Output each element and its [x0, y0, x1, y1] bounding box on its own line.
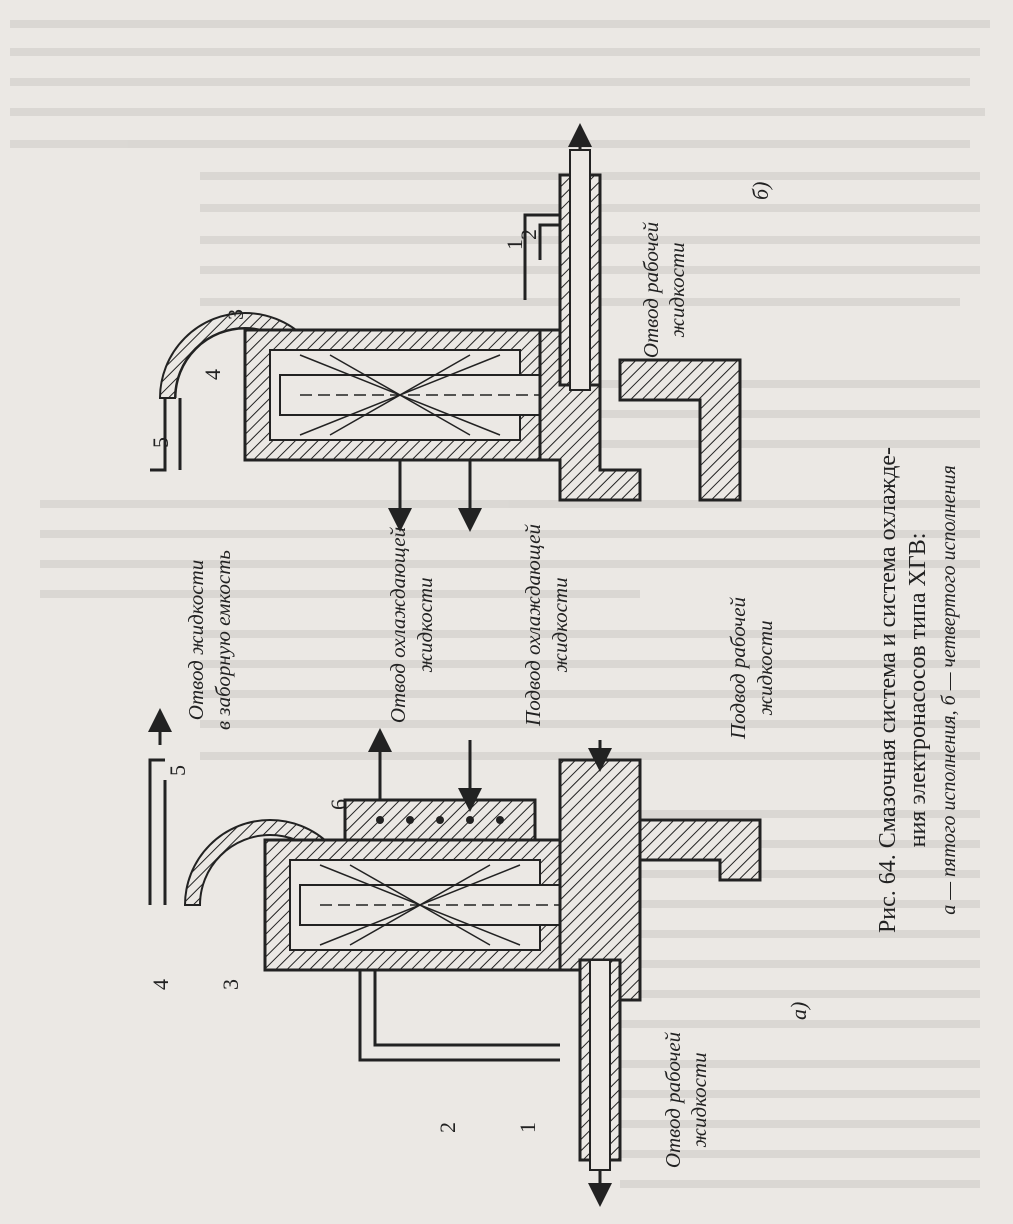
- svg-text:4: 4: [200, 369, 225, 380]
- label-podvod-rabochey: Подвод рабочей жидкости: [726, 596, 777, 740]
- svg-text:а): а): [786, 1002, 811, 1020]
- label-otvod-rabochey-bottom: Отвод рабочей жидкости: [661, 1031, 711, 1168]
- svg-text:3: 3: [218, 979, 243, 990]
- label-otvod-rabochey-top: Отвод рабочей жидкости: [639, 221, 689, 358]
- part-numbers: 2 1 3 4 5 5 6 4 3 2 1 б) а): [148, 182, 811, 1133]
- svg-text:1: 1: [502, 239, 527, 250]
- svg-text:Отвод жидкости: Отвод жидкости: [184, 560, 208, 720]
- figure-caption: Рис. 64. Смазочная система и система охл…: [875, 447, 960, 933]
- svg-text:жидкости: жидкости: [687, 1052, 711, 1147]
- svg-text:4: 4: [148, 979, 173, 990]
- svg-text:2: 2: [435, 1122, 460, 1133]
- svg-text:3: 3: [223, 309, 248, 320]
- background-text-lines: [10, 20, 990, 1188]
- label-otvod-zhidkosti: Отвод жидкости в заборную емкость: [184, 550, 235, 730]
- svg-text:1: 1: [515, 1122, 540, 1133]
- label-otvod-okhlazhd: Отвод охлаждающей жидкости: [386, 526, 437, 723]
- svg-text:Рис. 64. Смазочная система и с: Рис. 64. Смазочная система и система охл…: [875, 447, 901, 933]
- svg-text:жидкости: жидкости: [665, 242, 689, 337]
- svg-text:в заборную емкость: в заборную емкость: [211, 550, 235, 730]
- label-podvod-okhlazhd: Подвод охлаждающей жидкости: [521, 524, 572, 727]
- svg-text:б): б): [748, 182, 773, 200]
- svg-text:а — пятого исполнения, б — чет: а — пятого исполнения, б — четвертого ис…: [938, 465, 960, 915]
- pump-a-drawing: [148, 708, 762, 1207]
- svg-text:2: 2: [516, 229, 541, 240]
- svg-text:Подвод рабочей: Подвод рабочей: [726, 596, 750, 740]
- svg-text:Отвод рабочей: Отвод рабочей: [639, 221, 663, 358]
- svg-text:жидкости: жидкости: [413, 577, 437, 672]
- svg-text:5: 5: [148, 437, 173, 448]
- svg-text:Отвод охлаждающей: Отвод охлаждающей: [386, 526, 410, 723]
- svg-text:6: 6: [326, 799, 351, 810]
- svg-text:жидкости: жидкости: [753, 620, 777, 715]
- svg-text:ния электронасосов типа ХГВ:: ния электронасосов типа ХГВ:: [905, 533, 931, 848]
- pump-b-drawing: [150, 123, 742, 532]
- svg-text:5: 5: [165, 765, 190, 776]
- svg-text:Подвод охлаждающей: Подвод охлаждающей: [521, 524, 545, 727]
- svg-text:жидкости: жидкости: [548, 577, 572, 672]
- svg-text:Отвод рабочей: Отвод рабочей: [661, 1031, 685, 1168]
